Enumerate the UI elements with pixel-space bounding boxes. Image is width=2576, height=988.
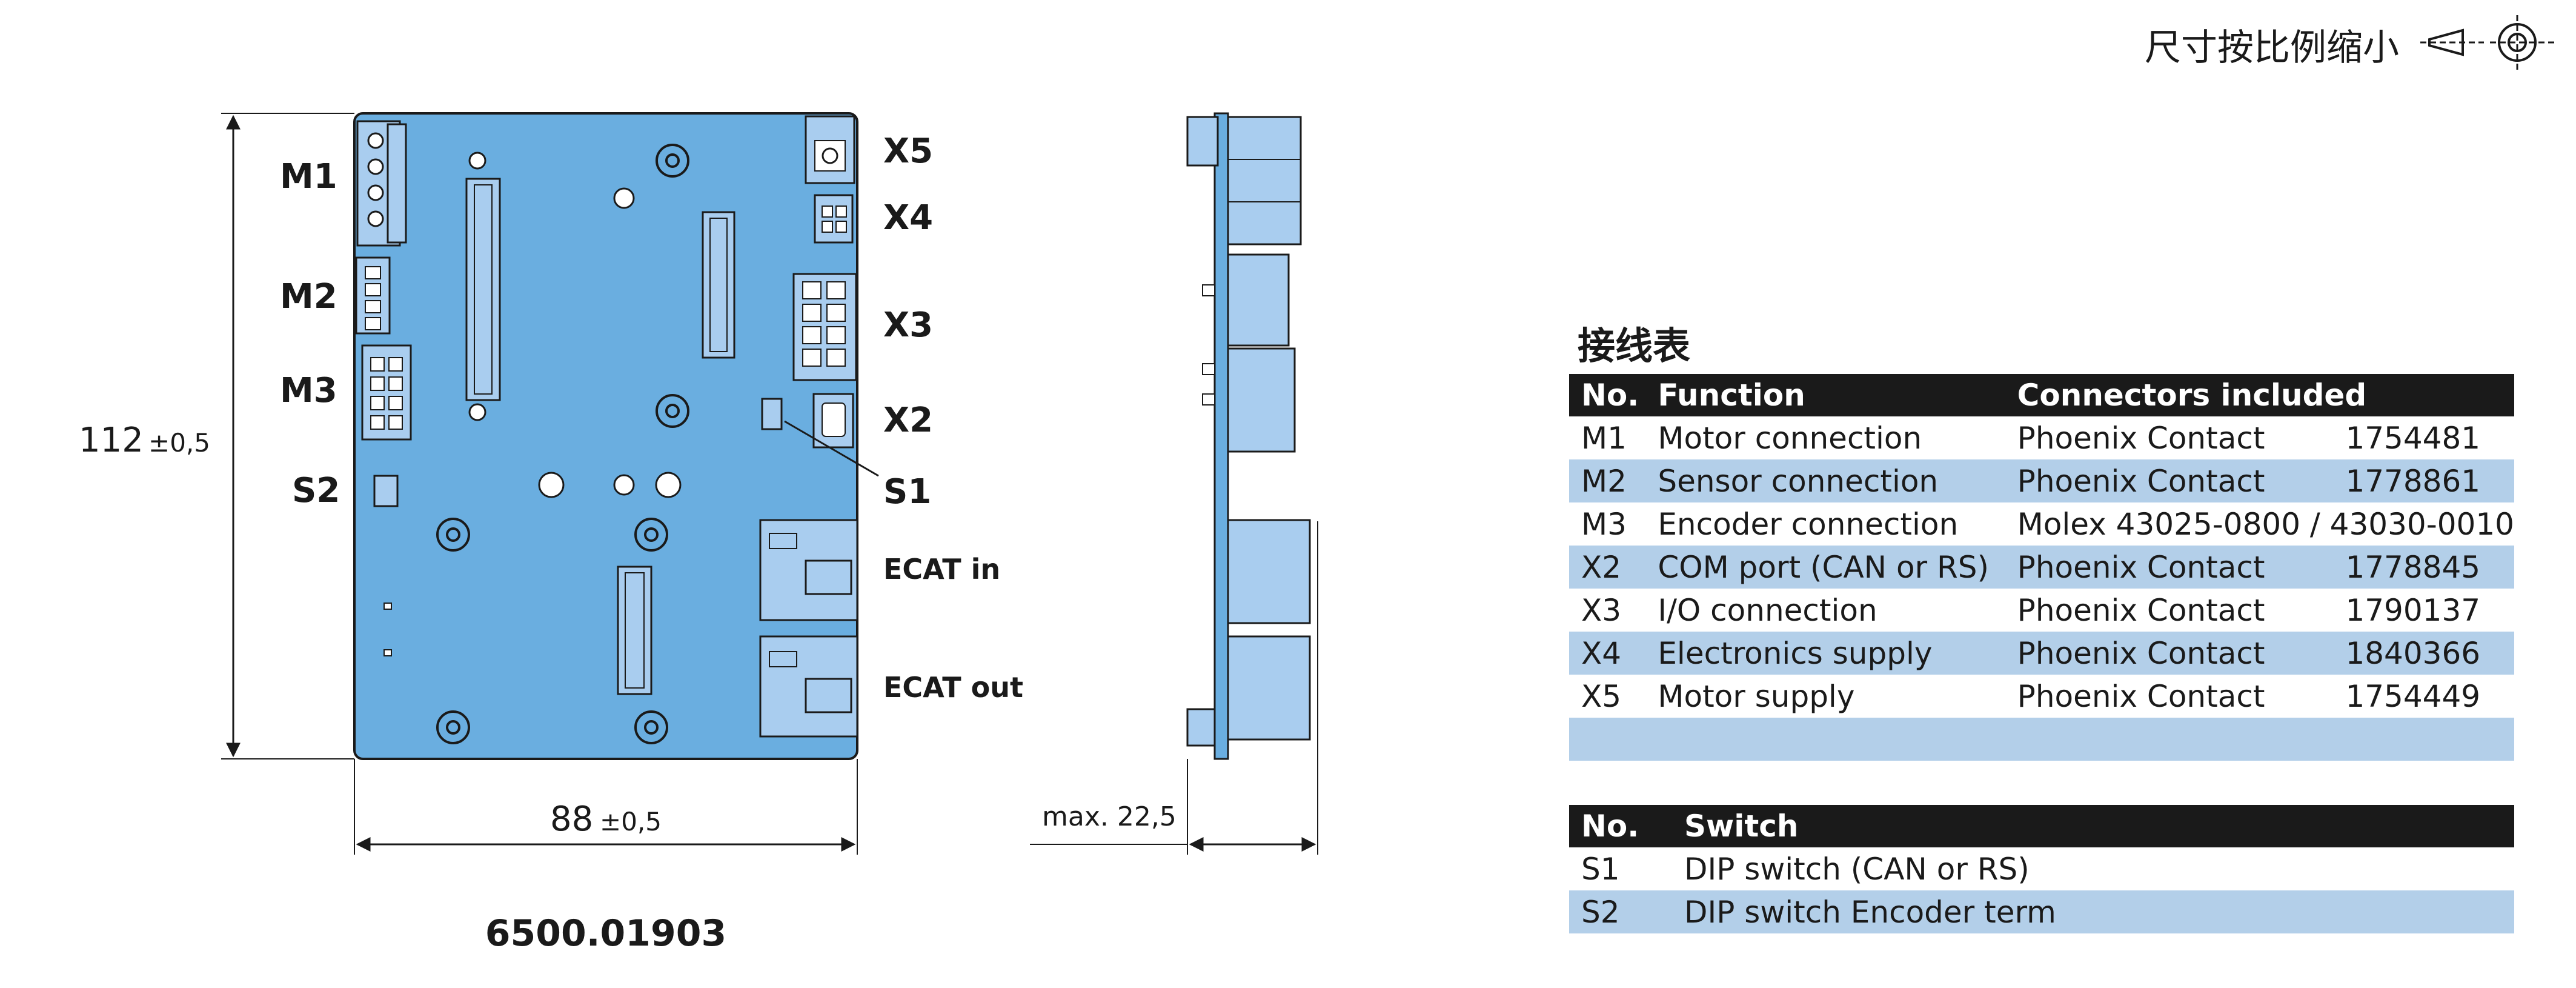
board-header-middle bbox=[702, 211, 735, 359]
label-s1: S1 bbox=[883, 472, 931, 512]
side-view bbox=[1186, 112, 1311, 760]
dim-width: 88 bbox=[550, 799, 593, 839]
label-m3: M3 bbox=[280, 371, 337, 410]
label-ecat-out: ECAT out bbox=[883, 671, 1023, 704]
connector-m1 bbox=[356, 120, 407, 247]
col-no: No. bbox=[1569, 374, 1646, 416]
dim-height-tol: ±0,5 bbox=[148, 428, 210, 458]
label-x2: X2 bbox=[883, 401, 933, 440]
label-ecat-in: ECAT in bbox=[883, 553, 1000, 586]
board-header-left bbox=[465, 178, 501, 401]
dim-height: 112 bbox=[79, 421, 144, 460]
label-s2: S2 bbox=[292, 471, 340, 510]
wiring-table-title: 接线表 bbox=[1578, 324, 1691, 368]
dip-switch-s2 bbox=[373, 475, 399, 507]
connector-ecat-out bbox=[759, 635, 858, 738]
label-x5: X5 bbox=[883, 132, 933, 171]
plain-holes bbox=[538, 187, 682, 498]
scale-title: 尺寸按比例缩小 bbox=[2145, 27, 2399, 69]
connector-x3 bbox=[792, 273, 857, 381]
col-switch: Switch bbox=[1672, 805, 2514, 847]
label-x4: X4 bbox=[883, 198, 933, 238]
col-function: Function bbox=[1645, 374, 2005, 416]
part-number: 6500.01903 bbox=[485, 912, 727, 955]
connector-x2 bbox=[812, 393, 854, 449]
table-row-empty bbox=[1569, 718, 2514, 761]
dim-width-tol: ±0,5 bbox=[600, 807, 662, 836]
connector-ecat-in bbox=[759, 519, 858, 621]
board-header-bottom bbox=[617, 566, 652, 695]
projection-symbol-icon bbox=[2420, 15, 2557, 70]
label-m2: M2 bbox=[280, 277, 337, 316]
dip-switch-s1 bbox=[761, 398, 783, 430]
label-m1: M1 bbox=[280, 157, 337, 196]
label-x3: X3 bbox=[883, 305, 933, 345]
col-switch-no: No. bbox=[1569, 805, 1672, 847]
connector-m3 bbox=[361, 344, 412, 441]
side-dim: max. 22,5 bbox=[1042, 801, 1177, 832]
col-connectors: Connectors included bbox=[2005, 374, 2514, 416]
mounting-holes bbox=[436, 144, 689, 744]
board-drawing: M1 M2 M3 S2 X5 X4 X3 X2 S1 ECAT in ECAT … bbox=[79, 112, 1318, 955]
connector-m2 bbox=[355, 256, 391, 335]
connector-x5 bbox=[805, 115, 855, 184]
connector-x4 bbox=[814, 194, 854, 244]
